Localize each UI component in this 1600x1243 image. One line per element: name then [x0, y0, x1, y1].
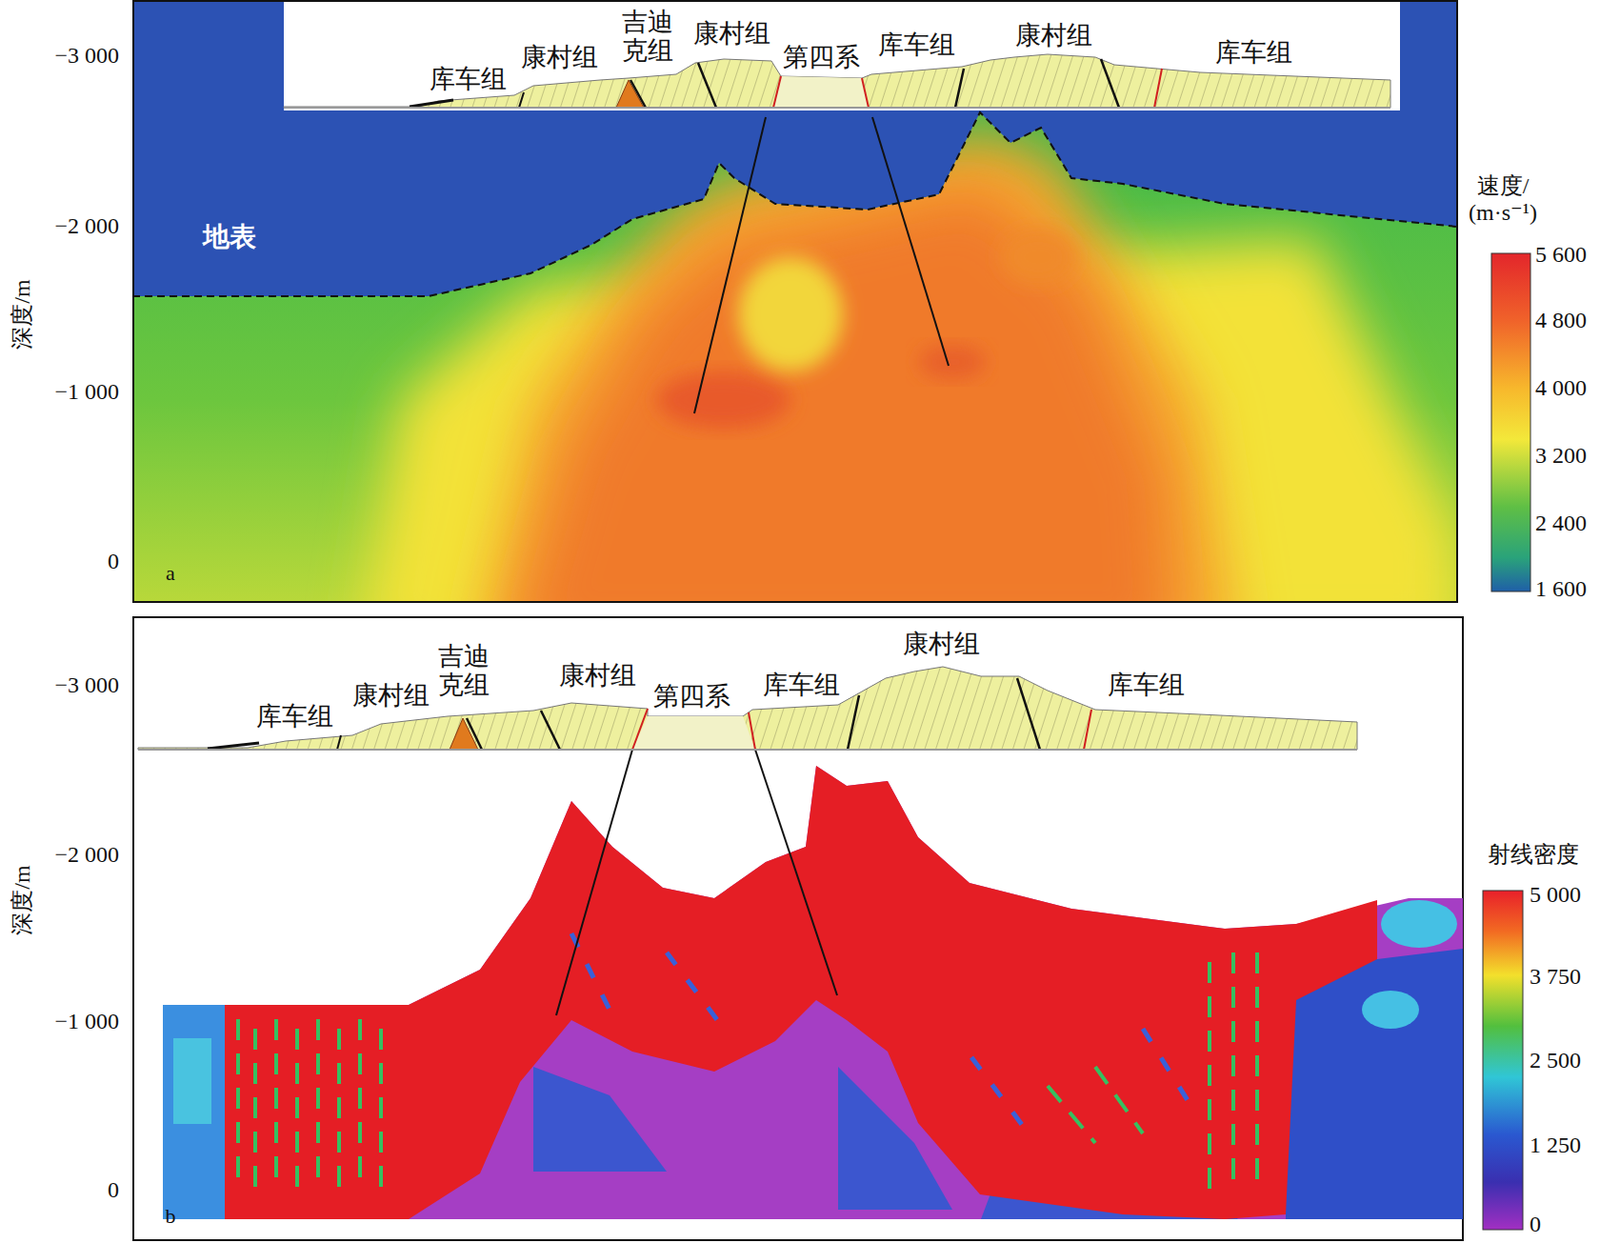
colorbar-tick: 1 250: [1529, 1132, 1581, 1160]
axis-title: 深度/m: [9, 864, 37, 935]
axis-tick: 0: [107, 548, 120, 576]
geology-section: [283, 0, 1400, 111]
colorbar-tick: 0: [1529, 1211, 1541, 1239]
formation-label: 康村组: [902, 629, 980, 660]
formation-label: 康村组: [559, 660, 637, 691]
panel-letter: a: [165, 560, 176, 585]
geology-section: [138, 666, 1358, 750]
formation-label: 库车组: [762, 670, 840, 700]
fault-line: [694, 117, 766, 414]
formation-label: 康村组: [1015, 20, 1093, 51]
colorbar-tick: 5 600: [1535, 241, 1587, 269]
colorbar-tick: 2 400: [1535, 510, 1587, 538]
colorbar-tick: 3 750: [1529, 963, 1581, 991]
formation-label: 吉迪 克组: [434, 642, 494, 700]
formation-label: 库车组: [256, 701, 334, 732]
axis-tick: −1 000: [54, 379, 120, 406]
axis-tick: 0: [107, 1177, 120, 1204]
formation-label: 第四系: [653, 681, 731, 712]
colorbar: [1491, 253, 1531, 592]
ray-density-field: [162, 749, 1463, 1220]
axis-tick: −1 000: [54, 1008, 120, 1036]
surface-label: 地表: [202, 221, 257, 253]
panel-frame: [133, 0, 1458, 602]
surface-line: [133, 112, 1458, 297]
colorbar: [1482, 890, 1523, 1230]
colorbar-tick: 3 200: [1535, 442, 1587, 470]
panel-frame: [133, 617, 1463, 1240]
colorbar-tick: 4 000: [1535, 375, 1587, 402]
colorbar-tick: 5 000: [1529, 881, 1581, 909]
axis-tick: −2 000: [54, 841, 120, 869]
colorbar-title: 速度/ (m·s⁻¹): [1450, 173, 1556, 226]
formation-label: 康村组: [352, 680, 430, 711]
colorbar-title: 射线密度: [1487, 841, 1580, 869]
formation-label: 康村组: [520, 42, 599, 73]
formation-label: 库车组: [1107, 670, 1185, 700]
formation-label: 吉迪 克组: [618, 8, 678, 65]
axis-tick: −3 000: [54, 672, 120, 700]
velocity-field: [133, 0, 1458, 602]
formation-label: 库车组: [1215, 38, 1293, 68]
formation-label: 库车组: [878, 30, 956, 60]
axis-tick: −3 000: [54, 42, 120, 70]
axis-title: 深度/m: [9, 279, 37, 349]
colorbar-tick: 2 500: [1529, 1047, 1581, 1075]
panel-letter: b: [165, 1203, 177, 1228]
formation-label: 第四系: [782, 42, 860, 73]
fault-line: [872, 117, 949, 366]
formation-label: 康村组: [693, 19, 771, 49]
colorbar-tick: 4 800: [1535, 307, 1587, 335]
formation-label: 库车组: [429, 64, 507, 95]
axis-tick: −2 000: [54, 213, 120, 240]
colorbar-tick: 1 600: [1535, 576, 1587, 603]
